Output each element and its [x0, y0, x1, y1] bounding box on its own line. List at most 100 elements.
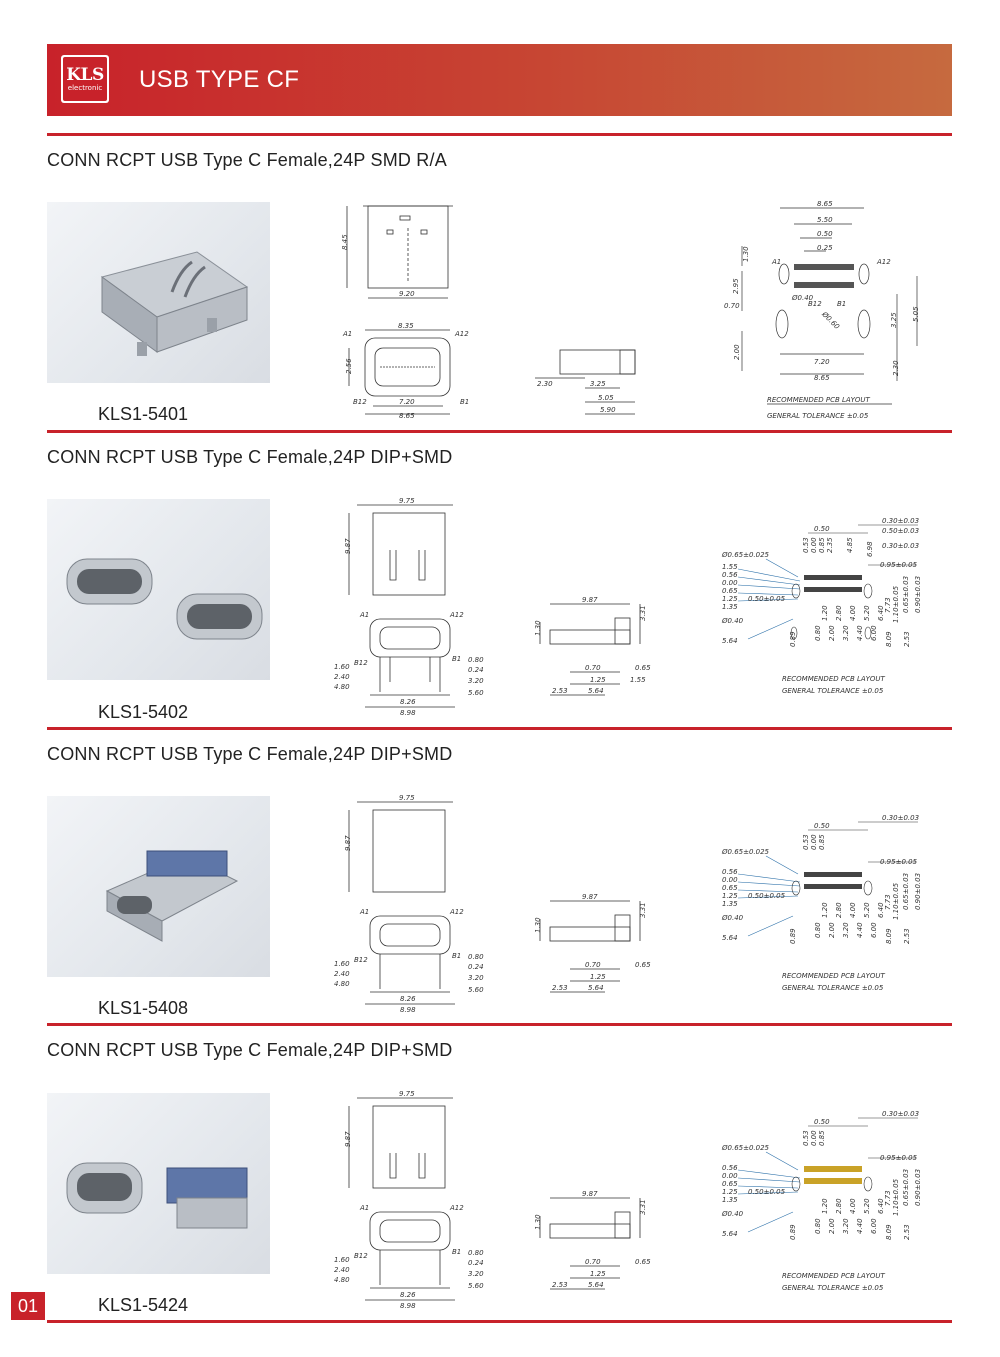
pcb-b16: 0.90±0.03 [914, 873, 922, 910]
dim-r4: 5.60 [468, 1282, 484, 1290]
dim-l2: 2.40 [334, 1266, 350, 1274]
pcb-b0: 0.89 [789, 631, 797, 647]
dim-front-width: 9.75 [399, 794, 415, 802]
pcb-hole: Ø0.40 [721, 1210, 744, 1218]
pcb-dim-w3: 0.50 [817, 230, 833, 238]
pcb-v1: 0.00 [810, 537, 818, 553]
dim-side-c: 5.05 [598, 394, 614, 402]
pcb-right: 0.95±0.05 [880, 858, 918, 866]
top-view-drawing: 8.35 2.56 A1 A12 B12 B1 7.20 8.65 [335, 318, 475, 423]
pcb-b9: 6.00 [870, 625, 878, 641]
product-photo [47, 202, 270, 383]
label-b12: B12 [354, 1252, 368, 1260]
pcb-b14: 2.53 [903, 928, 911, 944]
dim-side-b: 0.65 [635, 1258, 651, 1266]
pcb-note-layout: RECOMMENDED PCB LAYOUT [782, 972, 885, 980]
pcb-dim-w2: 5.50 [817, 216, 833, 224]
pcb-b5: 3.20 [842, 625, 850, 641]
divider [47, 727, 952, 730]
pcb-b2: 1.20 [821, 1198, 829, 1214]
dim-r2: 0.24 [468, 666, 484, 674]
product-photo [47, 499, 270, 680]
pcb-s: 5.64 [722, 934, 738, 942]
pcb-b11: 7.73 [884, 894, 892, 910]
pcb-b9: 6.00 [870, 922, 878, 938]
pcb-t1: 0.30±0.03 [882, 814, 919, 822]
dim-l2: 2.40 [334, 673, 350, 681]
pcb-l0: 1.55 [722, 563, 738, 571]
pcb-dim-b2: 8.65 [814, 374, 830, 382]
top-view-drawing: A1 A12 B12 B1 1.60 2.40 4.80 0.80 0.24 3… [330, 904, 490, 1016]
label-a1: A1 [359, 611, 369, 619]
dim-bw1: 8.26 [400, 995, 416, 1003]
front-view-drawing: 8.45 9.20 [335, 198, 465, 308]
side-view-drawing: 2.30 3.25 5.05 5.90 [530, 340, 645, 425]
pcb-l2: 0.65 [722, 1180, 738, 1188]
divider [47, 133, 952, 136]
dim-bw2: 8.98 [400, 1302, 416, 1310]
dim-l3: 4.80 [334, 980, 350, 988]
dim-side-width: 9.87 [582, 893, 598, 901]
pcb-dim-r2: 5.05 [912, 306, 920, 322]
top-view-drawing: A1 A12 B12 B1 1.60 2.40 4.80 0.80 0.24 3… [330, 607, 490, 719]
pcb-b4: 2.80 [835, 1198, 843, 1214]
dim-side-c: 1.25 [590, 1270, 606, 1278]
front-view-drawing: 9.75 9.87 [335, 1088, 465, 1193]
pcb-b4: 2.80 [835, 902, 843, 918]
pcb-l1: 0.56 [722, 571, 738, 579]
label-a12: A12 [449, 611, 464, 619]
dim-side-t: 1.30 [534, 1214, 542, 1230]
pcb-layout-drawing: 8.65 5.50 0.50 0.25 A1 A12 B12 B1 1.30 2… [722, 196, 932, 428]
pcb-l4: 1.25 [722, 595, 738, 603]
pcb-b6: 4.00 [849, 1198, 857, 1214]
pcb-drill: Ø0.65±0.025 [721, 848, 770, 856]
dim-r3: 3.20 [468, 1270, 484, 1278]
pcb-dim-d1: Ø0.40 [791, 294, 814, 302]
label-b1: B1 [460, 398, 469, 406]
brand-logo: KLS electronic [61, 55, 109, 103]
part-number: KLS1-5408 [98, 998, 189, 1018]
pcb-v0: 0.53 [802, 537, 810, 553]
dim-side-a: 0.70 [585, 961, 601, 969]
pcb-v2: 0.85 [818, 1130, 826, 1146]
pcb-v0: 0.53 [802, 834, 810, 850]
dim-side-height: 3.31 [639, 902, 647, 918]
pcb-b0: 0.89 [789, 1224, 797, 1240]
dim-l1: 1.60 [334, 960, 350, 968]
pcb-b13: 1.10±0.05 [892, 585, 900, 623]
pcb-l5: 1.35 [722, 603, 738, 611]
part-number: KLS1-5424 [98, 1295, 189, 1315]
pcb-v2: 0.85 [818, 537, 826, 553]
dim-front-width: 9.75 [399, 1090, 415, 1098]
pcb-b11: 7.73 [884, 1190, 892, 1206]
pcb-pad-pitch: 0.50±0.05 [748, 1188, 786, 1196]
logo-mark: KLS [66, 64, 104, 85]
pcb-b1: 0.80 [814, 625, 822, 641]
pcb-note-layout: RECOMMENDED PCB LAYOUT [782, 675, 885, 683]
pcb-dim-b1: 7.20 [814, 358, 830, 366]
pcb-dim-w4: 0.25 [817, 244, 833, 252]
dim-front-height: 9.87 [344, 1131, 352, 1147]
pcb-b14: 2.53 [903, 631, 911, 647]
label-a1: A1 [342, 330, 352, 338]
label-b12: B12 [354, 659, 368, 667]
page-title: USB TYPE CF [139, 66, 300, 93]
pcb-v0: 0.53 [802, 1130, 810, 1146]
label-b12: B12 [808, 300, 822, 308]
dim-side-f: 5.64 [588, 984, 604, 992]
top-view-drawing: A1 A12 B12 B1 1.60 2.40 4.80 0.80 0.24 3… [330, 1200, 490, 1312]
pcb-l0: 0.56 [722, 1164, 738, 1172]
pcb-pitch: 0.50 [814, 1118, 830, 1126]
dim-side-b: 3.25 [590, 380, 606, 388]
pcb-b7: 4.40 [856, 922, 864, 938]
dim-bw1: 8.26 [400, 1291, 416, 1299]
pcb-b15: 0.65±0.03 [902, 1169, 910, 1206]
label-a12: A12 [449, 1204, 464, 1212]
product-photo [47, 1093, 270, 1274]
pcb-v2: 0.85 [818, 834, 826, 850]
dim-bw1: 8.26 [400, 698, 416, 706]
pcb-dim-h4: 2.00 [733, 344, 741, 360]
dim-side-a: 0.70 [585, 664, 601, 672]
logo-subtitle: electronic [67, 83, 103, 92]
pcb-l1: 0.00 [722, 1172, 738, 1180]
